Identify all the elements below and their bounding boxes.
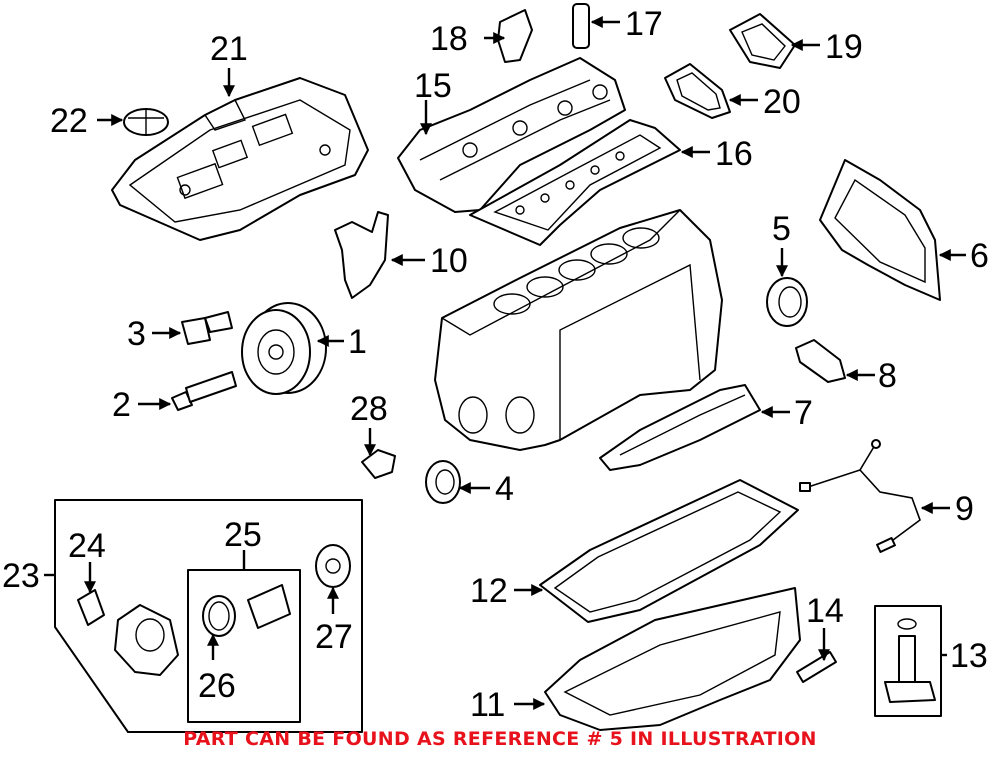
leader-arrows: [44, 16, 966, 710]
bolt-part-2: [171, 371, 237, 411]
callout-2: 2: [112, 386, 131, 424]
callout-9: 9: [955, 490, 974, 528]
footer-note: PART CAN BE FOUND AS REFERENCE # 5 IN IL…: [183, 728, 817, 750]
callout-15: 15: [414, 67, 452, 105]
callout-17: 17: [625, 5, 663, 43]
sensor-part-8: [795, 339, 846, 383]
callout-13: 13: [950, 637, 988, 675]
callout-8: 8: [878, 357, 897, 395]
callout-23: 23: [2, 557, 40, 595]
callout-6: 6: [970, 237, 989, 275]
callout-28: 28: [350, 390, 388, 428]
callout-16: 16: [715, 135, 753, 173]
callout-27: 27: [315, 618, 353, 656]
callout-labels: 21 22 15 18 17 19 20 16 10 5 6 3 1 2 8 7…: [2, 5, 989, 724]
seal-part-4: [425, 460, 461, 504]
valve-cover-gasket-part: [469, 119, 681, 246]
valve-cover-part: [397, 57, 626, 213]
callout-24: 24: [68, 527, 106, 565]
callout-14: 14: [806, 592, 844, 630]
plate-part-6: [819, 159, 941, 301]
gasket-part-20: [664, 63, 731, 119]
sensor-part-28: [361, 449, 396, 479]
callout-1: 1: [348, 323, 367, 361]
callout-20: 20: [763, 83, 801, 121]
seal-part-5: [766, 277, 808, 327]
drain-bolt-part: [796, 651, 837, 683]
bracket-part-18: [497, 9, 533, 63]
sensor-part-10: [334, 211, 389, 299]
engine-block-part: [434, 209, 723, 451]
callout-26: 26: [198, 667, 236, 705]
callout-22: 22: [50, 102, 88, 140]
engine-cover-part: [111, 77, 369, 241]
pulley-part-1: [241, 302, 327, 395]
callout-4: 4: [495, 470, 514, 508]
callout-12: 12: [470, 572, 508, 610]
callout-19: 19: [825, 28, 863, 66]
oil-pan-part: [544, 587, 801, 731]
oil-pan-gasket-part: [539, 479, 799, 623]
callout-10: 10: [430, 242, 468, 280]
callout-11: 11: [470, 686, 505, 724]
pin-part-17: [572, 3, 590, 49]
callout-7: 7: [794, 394, 813, 432]
callout-18: 18: [430, 20, 468, 58]
callout-25: 25: [224, 516, 262, 554]
callout-5: 5: [772, 210, 791, 248]
callout-21: 21: [210, 30, 248, 68]
callout-3: 3: [127, 315, 146, 353]
sensor-harness-part-9: [799, 439, 921, 554]
bolt-part-3: [181, 311, 233, 345]
part-13-box: [874, 605, 942, 717]
oil-filler-cap-part: [123, 108, 169, 136]
baffle-part-7: [599, 384, 761, 471]
part-23-box: [54, 499, 363, 733]
cover-plate-part-19: [729, 13, 796, 69]
